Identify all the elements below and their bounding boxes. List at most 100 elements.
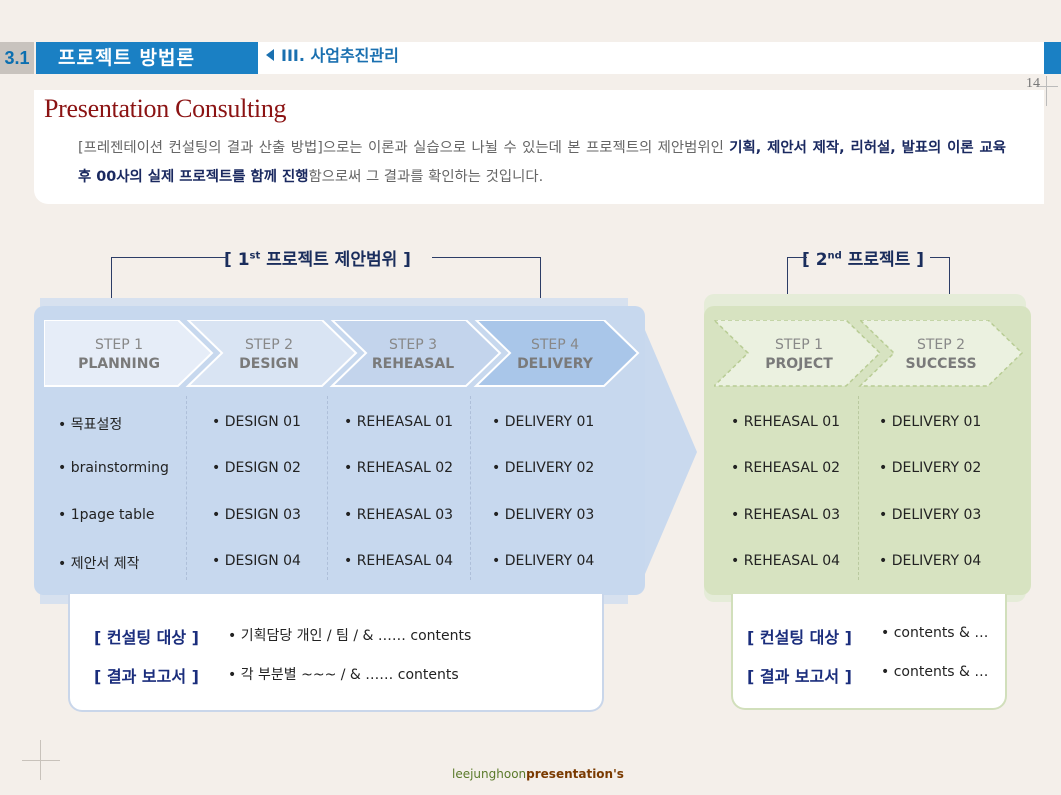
- step-label: STEP 1 PROJECT: [744, 336, 854, 374]
- step1-chevron: [714, 320, 882, 387]
- step-number: STEP 4: [530, 337, 580, 353]
- section-number: 3.1: [0, 42, 34, 74]
- column-divider: [327, 396, 328, 580]
- crosshair-mark: [1046, 76, 1047, 106]
- step-title: PLANNING: [78, 356, 160, 372]
- ordinal-suffix: st: [249, 250, 261, 262]
- step3-chevron: [329, 320, 502, 387]
- bracket: ]: [403, 250, 411, 270]
- list-item: • DELIVERY 04: [492, 553, 595, 569]
- result-report-text: • contents & …: [881, 664, 989, 680]
- step-title: SUCCESS: [905, 356, 977, 372]
- bracket: [: [224, 250, 238, 270]
- list-item: • 1page table: [58, 507, 155, 523]
- list-item: • DESIGN 04: [212, 553, 301, 569]
- step-number: STEP 3: [388, 337, 438, 353]
- scope1-label: 프로젝트 제안범위: [260, 250, 404, 270]
- list-item: • REHEASAL 04: [731, 553, 841, 569]
- crosshair-mark: [22, 760, 60, 761]
- connector-line: [930, 257, 949, 258]
- scope1-chevrons: [44, 320, 640, 387]
- list-item: • REHEASAL 01: [344, 414, 454, 430]
- step-title: PROJECT: [765, 356, 833, 372]
- consulting-target-label: [ 컨설팅 대상 ]: [94, 628, 199, 647]
- bracket: [: [802, 250, 816, 270]
- step4-chevron: [473, 320, 640, 387]
- intro-body: [프레젠테이션 컨설팅의 결과 산출 방법]으로는 이론과 실습으로 나뉠 수 …: [78, 134, 1006, 192]
- connector-line: [111, 257, 227, 258]
- step2-chevron: [858, 320, 1024, 387]
- list-item: • REHEASAL 03: [731, 507, 841, 523]
- list-item: • DELIVERY 02: [492, 460, 595, 476]
- connector-line: [787, 257, 807, 258]
- list-item: • DELIVERY 03: [492, 507, 595, 523]
- list-item: • DELIVERY 01: [879, 414, 982, 430]
- header-accent: [1044, 42, 1061, 74]
- step-number: STEP 2: [244, 337, 294, 353]
- list-item: • 제안서 제작: [58, 556, 140, 572]
- ordinal-suffix: nd: [827, 250, 842, 262]
- list-item: • brainstorming: [58, 460, 169, 476]
- section-title: 프로젝트 방법론: [36, 42, 258, 74]
- step-label: STEP 4 DELIVERY: [500, 336, 610, 374]
- scope1-number: 1: [237, 250, 250, 270]
- scope2-label: 프로젝트: [841, 250, 917, 270]
- list-item: • DESIGN 03: [212, 507, 301, 523]
- list-item: • DELIVERY 03: [879, 507, 982, 523]
- step2-chevron: [185, 320, 358, 387]
- footer-name: leejunghoon: [452, 767, 527, 781]
- step-number: STEP 1: [94, 337, 144, 353]
- step-label: STEP 2 DESIGN: [214, 336, 324, 374]
- intro-title: Presentation Consulting: [44, 94, 287, 123]
- connector-line: [432, 257, 540, 258]
- step-title: REHEASAL: [371, 356, 455, 372]
- connector-line: [540, 257, 541, 321]
- list-item: • REHEASAL 04: [344, 553, 454, 569]
- list-item: • DESIGN 02: [212, 460, 301, 476]
- connector-line: [787, 257, 788, 321]
- bracket: ]: [916, 250, 925, 270]
- list-item: • REHEASAL 01: [731, 414, 841, 430]
- list-item: • DELIVERY 04: [879, 553, 982, 569]
- scope2-chevrons: [714, 320, 1024, 387]
- column-divider: [470, 396, 471, 580]
- list-item: • DELIVERY 02: [879, 460, 982, 476]
- crosshair-mark: [1036, 86, 1058, 87]
- intro-card: [34, 90, 1044, 204]
- triangle-left-icon: [266, 48, 274, 61]
- list-item: • DELIVERY 01: [492, 414, 595, 430]
- header-bar: [258, 42, 1044, 74]
- scope2-info-card: [731, 594, 1007, 710]
- intro-highlight: 기획, 제안서 제작, 리허설, 발표의 이론 교육 후 00사의 실제 프로젝…: [78, 140, 1006, 185]
- chapter-subtitle-text: III. 사업추진관리: [281, 46, 399, 65]
- step-title: DELIVERY: [517, 356, 593, 372]
- big-arrow-right-icon: [645, 330, 697, 574]
- intro-text: [프레젠테이션 컨설팅의 결과 산출 방법]으로는 이론과 실습으로 나뉠 수 …: [78, 140, 730, 156]
- list-item: • DESIGN 01: [212, 414, 301, 430]
- scope2-heading: [ 2nd 프로젝트 ]: [802, 245, 924, 270]
- result-report-label: [ 결과 보고서 ]: [747, 667, 852, 686]
- step-title: DESIGN: [239, 356, 299, 372]
- step1-chevron: [44, 320, 214, 387]
- consulting-target-text: • contents & …: [881, 625, 989, 641]
- list-item: • REHEASAL 02: [731, 460, 841, 476]
- list-item: • REHEASAL 02: [344, 460, 454, 476]
- column-divider: [186, 396, 187, 580]
- chapter-subtitle: III. 사업추진관리: [266, 42, 399, 74]
- intro-text: 함으로써 그 결과를 확인하는 것입니다.: [308, 169, 544, 185]
- column-divider: [858, 396, 859, 580]
- scope1-info-card: [68, 594, 604, 712]
- scope2-number: 2: [815, 250, 828, 270]
- footer-brand-suffix: presentation's: [526, 767, 624, 781]
- crosshair-mark: [40, 740, 41, 780]
- scope1-heading: [ 1st 프로젝트 제안범위 ]: [224, 245, 411, 270]
- connector-line: [949, 257, 950, 321]
- result-report-text: • 각 부분별 ~~~ / & …… contents: [228, 667, 459, 683]
- list-item: • REHEASAL 03: [344, 507, 454, 523]
- consulting-target-label: [ 컨설팅 대상 ]: [747, 628, 852, 647]
- step-number: STEP 1: [774, 337, 824, 353]
- step-label: STEP 1 PLANNING: [64, 336, 174, 374]
- page-number: 14: [1026, 76, 1040, 91]
- consulting-target-text: • 기획담당 개인 / 팀 / & …… contents: [228, 628, 472, 644]
